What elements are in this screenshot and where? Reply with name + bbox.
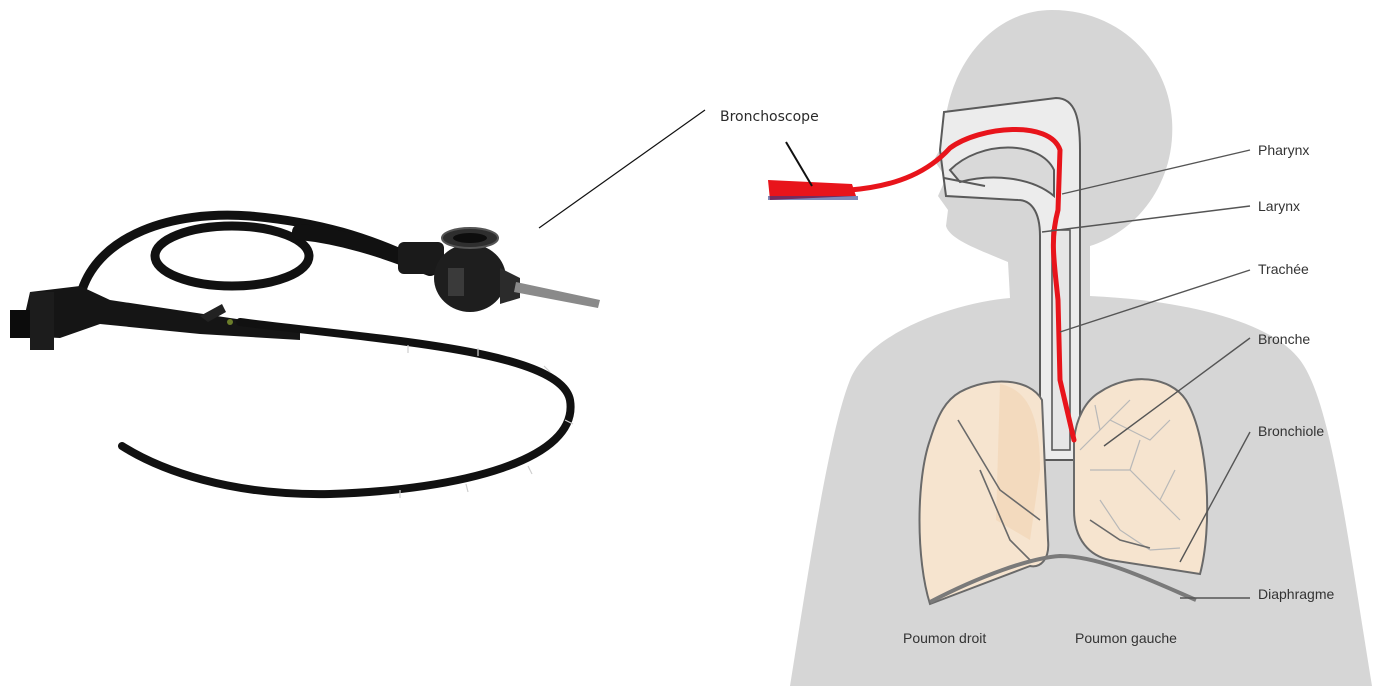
label-poumon-gauche: Poumon gauche	[1075, 630, 1177, 646]
connector-head	[434, 244, 506, 312]
anatomy-illustration	[768, 10, 1372, 686]
label-bronche: Bronche	[1258, 331, 1310, 347]
connector-probe	[514, 282, 600, 308]
label-bronchiole: Bronchiole	[1258, 423, 1324, 439]
label-poumon-droit: Poumon droit	[903, 630, 986, 646]
control-handle	[20, 286, 300, 340]
insertion-tube	[122, 322, 571, 494]
label-trachee: Trachée	[1258, 261, 1309, 277]
cable-loop	[155, 226, 309, 286]
label-pharynx: Pharynx	[1258, 142, 1309, 158]
bronchoscope-device	[10, 215, 600, 498]
bronchoscope-leader-line	[539, 110, 705, 228]
label-larynx: Larynx	[1258, 198, 1300, 214]
label-diaphragme: Diaphragme	[1258, 586, 1334, 602]
label-bronchoscope: Bronchoscope	[720, 109, 819, 125]
